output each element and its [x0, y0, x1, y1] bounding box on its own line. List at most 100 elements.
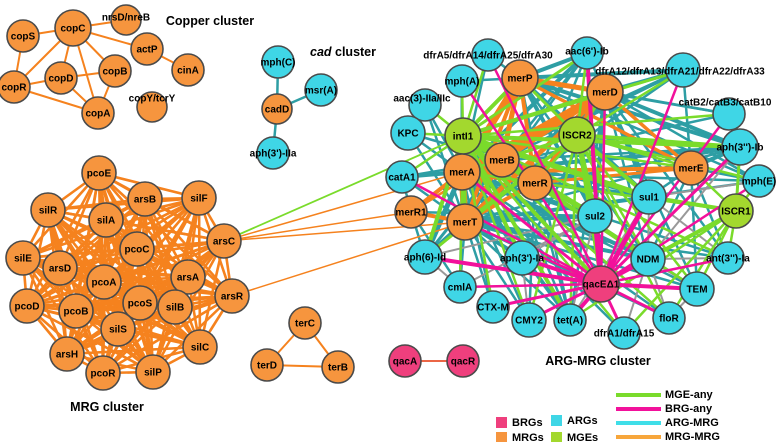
legend-line-MRG-MRG: [616, 435, 661, 439]
edge-ISCR1--floR: [667, 210, 738, 319]
node-NDM[interactable]: [630, 241, 666, 277]
node-pcoA[interactable]: [86, 264, 122, 300]
node-silB[interactable]: [157, 289, 193, 325]
node-label-mph(E): mph(E): [742, 176, 776, 187]
node-arsA[interactable]: [170, 259, 206, 295]
node-sul1[interactable]: [631, 179, 667, 215]
node-merD[interactable]: [586, 73, 624, 111]
cad-cluster-label: cad cluster: [310, 45, 376, 59]
node-KPC[interactable]: [390, 115, 426, 151]
node-nrsD/nreB[interactable]: [110, 4, 142, 36]
edge-qacEΔ1--merD: [599, 91, 607, 285]
node-pcoD[interactable]: [9, 288, 45, 324]
node-copS[interactable]: [6, 19, 40, 53]
edge-qacEΔ1--merA: [461, 170, 602, 286]
node-TEM[interactable]: [679, 271, 715, 307]
node-silR[interactable]: [30, 192, 66, 228]
node-qacEΔ1[interactable]: [582, 265, 620, 303]
node-aph(3'')-Ib[interactable]: [721, 128, 759, 166]
edge-merT--aac(3)-IIa/IIc: [423, 104, 467, 223]
node-aph(3')-IIa[interactable]: [256, 136, 290, 170]
mrg-cluster-label: MRG cluster: [70, 400, 144, 414]
node-label-sul1: sul1: [639, 192, 659, 203]
cad-cluster-label-italic: cad: [309, 45, 332, 59]
node-pcoB[interactable]: [58, 293, 94, 329]
node-silP[interactable]: [135, 354, 171, 390]
node-merT[interactable]: [446, 203, 484, 241]
node-terB[interactable]: [321, 350, 355, 384]
node-aph(3')-Ia[interactable]: [504, 240, 540, 276]
legend-line-ARG-MRG: [616, 421, 661, 425]
node-floR[interactable]: [652, 301, 686, 335]
node-label-copD: copD: [49, 73, 74, 84]
node-pcoR[interactable]: [85, 355, 121, 391]
node-arsB[interactable]: [127, 181, 163, 217]
node-mph(E)[interactable]: [742, 164, 776, 198]
node-dfrA5/dfrA14/dfrA25/dfrA30[interactable]: [471, 38, 505, 72]
node-CTX-M[interactable]: [476, 290, 510, 324]
node-qacA[interactable]: [388, 344, 422, 378]
node-mph(A)[interactable]: [445, 64, 479, 98]
node-terD[interactable]: [250, 348, 284, 382]
node-mph(C)[interactable]: [261, 45, 295, 79]
node-merA[interactable]: [443, 153, 481, 191]
node-label-aph(3'')-Ib: aph(3'')-Ib: [717, 142, 764, 153]
node-label-silF: silF: [190, 193, 207, 204]
node-merR[interactable]: [517, 165, 553, 201]
node-merE[interactable]: [673, 150, 709, 186]
node-copR[interactable]: [0, 70, 31, 104]
node-merP[interactable]: [501, 59, 539, 97]
node-terC[interactable]: [288, 306, 322, 340]
edge-ISCR2--dfrA12/dfrA13/dfrA21/dfrA22/dfrA33: [576, 68, 684, 137]
node-actP[interactable]: [130, 32, 164, 66]
node-label-aph(3')-Ia: aph(3')-Ia: [500, 253, 544, 264]
edge-ISCR1--dfrA1/dfrA15: [623, 210, 737, 334]
node-CMY2[interactable]: [511, 302, 547, 338]
node-silF[interactable]: [181, 180, 217, 216]
node-arsR[interactable]: [214, 278, 250, 314]
copper-cluster-label: Copper cluster: [165, 14, 255, 28]
node-aac(6')-Ib[interactable]: [570, 36, 604, 70]
node-dfrA1/dfrA15[interactable]: [607, 316, 641, 350]
node-copY/tcrY[interactable]: [136, 91, 168, 123]
node-label-KPC: KPC: [397, 128, 418, 139]
node-ISCR2[interactable]: [558, 116, 596, 154]
node-silE[interactable]: [5, 240, 41, 276]
node-cadD[interactable]: [261, 93, 293, 125]
node-copA[interactable]: [81, 96, 115, 130]
node-msr(A)[interactable]: [304, 73, 338, 107]
node-silS[interactable]: [100, 311, 136, 347]
node-cinA[interactable]: [171, 53, 205, 87]
node-label-actP: actP: [136, 44, 157, 55]
node-aac(3)-IIa/IIc[interactable]: [408, 88, 442, 122]
node-catB2/catB3/catB10[interactable]: [712, 97, 746, 131]
node-label-ISCR1: ISCR1: [721, 206, 751, 217]
node-dfrA12/dfrA13/dfrA21/dfrA22/dfrA33[interactable]: [665, 52, 701, 88]
node-arsH[interactable]: [49, 336, 85, 372]
node-copD[interactable]: [44, 61, 78, 95]
node-merB[interactable]: [484, 142, 520, 178]
node-copC[interactable]: [54, 9, 92, 47]
node-arsD[interactable]: [42, 250, 78, 286]
node-pcoE[interactable]: [81, 155, 117, 191]
node-cmlA[interactable]: [443, 270, 477, 304]
edge-arsC--merR1: [223, 211, 412, 242]
node-arsC[interactable]: [206, 223, 242, 259]
node-pcoC[interactable]: [119, 231, 155, 267]
node-pcoS[interactable]: [122, 285, 158, 321]
node-silA[interactable]: [88, 202, 124, 238]
edge-qacEΔ1--cmlA: [459, 282, 602, 289]
node-copB[interactable]: [98, 54, 132, 88]
node-label-terC: terC: [295, 318, 315, 329]
node-tet(A)[interactable]: [553, 303, 587, 337]
node-aph(6)-Id[interactable]: [407, 239, 443, 275]
node-sul2[interactable]: [577, 198, 613, 234]
node-qacR[interactable]: [446, 344, 480, 378]
node-label-pcoB: pcoB: [64, 306, 89, 317]
node-ant(3'')-Ia[interactable]: [711, 241, 745, 275]
node-catA1[interactable]: [385, 160, 419, 194]
node-ISCR1[interactable]: [718, 193, 754, 229]
node-label-mph(A): mph(A): [445, 76, 480, 87]
node-silC[interactable]: [182, 329, 218, 365]
node-merR1[interactable]: [394, 195, 428, 229]
